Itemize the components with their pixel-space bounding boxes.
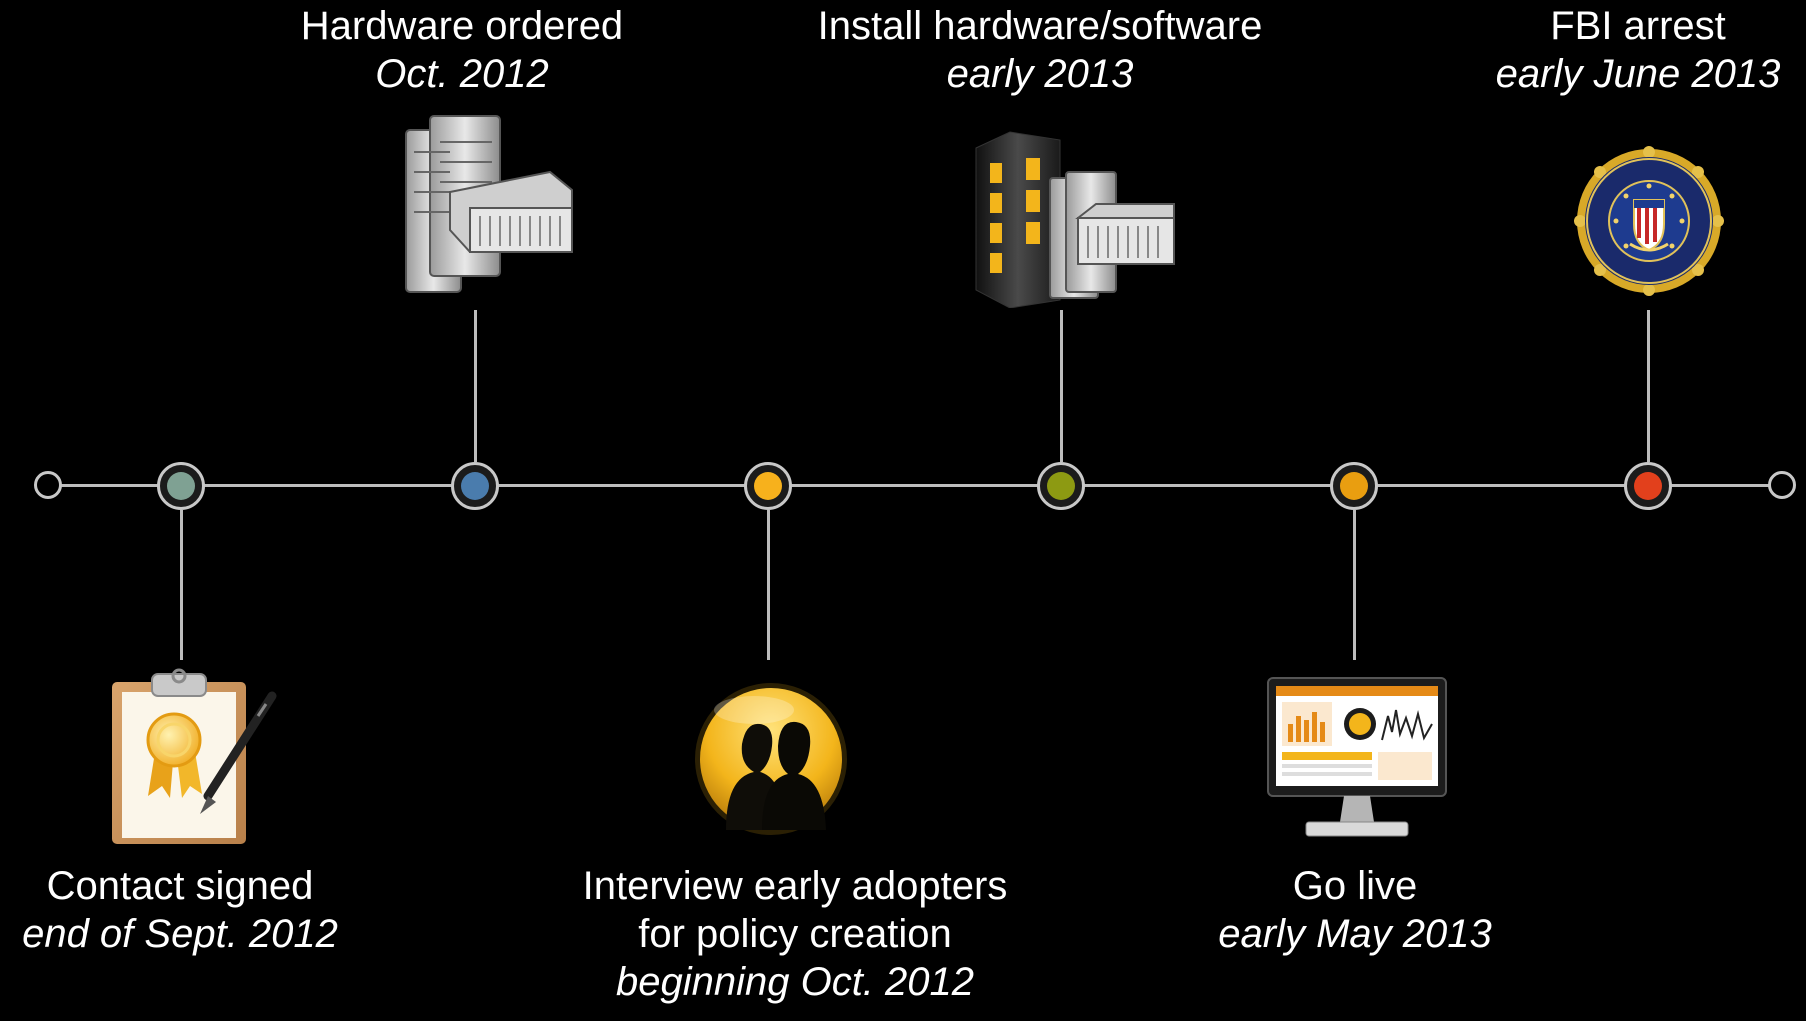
label-interview: Interview early adopters for policy crea…	[530, 862, 1060, 1006]
milestone-date: Oct. 2012	[375, 52, 549, 96]
timeline-end-cap	[1768, 471, 1796, 499]
label-hardware-ordered: Hardware ordered Oct. 2012	[262, 2, 662, 98]
milestone-title: Contact signed	[46, 864, 314, 908]
milestone-date: beginning Oct. 2012	[615, 960, 975, 1004]
node-install	[1037, 462, 1085, 510]
milestone-date: end of Sept. 2012	[22, 912, 338, 956]
node-contact-signed	[157, 462, 205, 510]
milestone-title: Interview early adopters	[582, 864, 1008, 908]
label-install: Install hardware/software early 2013	[770, 2, 1310, 98]
node-dot	[461, 472, 489, 500]
node-hardware-ordered	[451, 462, 499, 510]
node-dot	[167, 472, 195, 500]
label-contact-signed: Contact signed end of Sept. 2012	[0, 862, 360, 958]
node-dot	[1047, 472, 1075, 500]
stem-hardware-ordered	[474, 310, 477, 462]
milestone-title: Go live	[1292, 864, 1418, 908]
server-hardware-icon	[405, 115, 573, 293]
timeline-axis	[48, 484, 1784, 487]
stem-interview	[767, 510, 770, 660]
milestone-date: early 2013	[946, 52, 1134, 96]
people-silhouette-icon	[695, 683, 847, 835]
node-dot	[1634, 472, 1662, 500]
milestone-date: early May 2013	[1218, 912, 1492, 956]
label-fbi-arrest: FBI arrest early June 2013	[1470, 2, 1806, 98]
node-dot	[754, 472, 782, 500]
milestone-date: early June 2013	[1495, 52, 1781, 96]
node-go-live	[1330, 462, 1378, 510]
stem-fbi-arrest	[1647, 310, 1650, 462]
stem-contact-signed	[180, 510, 183, 660]
datacenter-icon	[975, 131, 1175, 308]
milestone-title-line2: for policy creation	[638, 912, 952, 956]
milestone-title: Install hardware/software	[817, 4, 1263, 48]
timeline-start-cap	[34, 471, 62, 499]
milestone-title: Hardware ordered	[300, 4, 624, 48]
node-interview	[744, 462, 792, 510]
clipboard-certificate-icon	[112, 668, 277, 844]
stem-go-live	[1353, 510, 1356, 660]
milestone-title: FBI arrest	[1550, 4, 1726, 48]
fbi-seal-icon	[1574, 146, 1724, 296]
monitor-dashboard-icon	[1267, 677, 1447, 837]
node-fbi-arrest	[1624, 462, 1672, 510]
stem-install	[1060, 310, 1063, 462]
node-dot	[1340, 472, 1368, 500]
label-go-live: Go live early May 2013	[1180, 862, 1530, 958]
